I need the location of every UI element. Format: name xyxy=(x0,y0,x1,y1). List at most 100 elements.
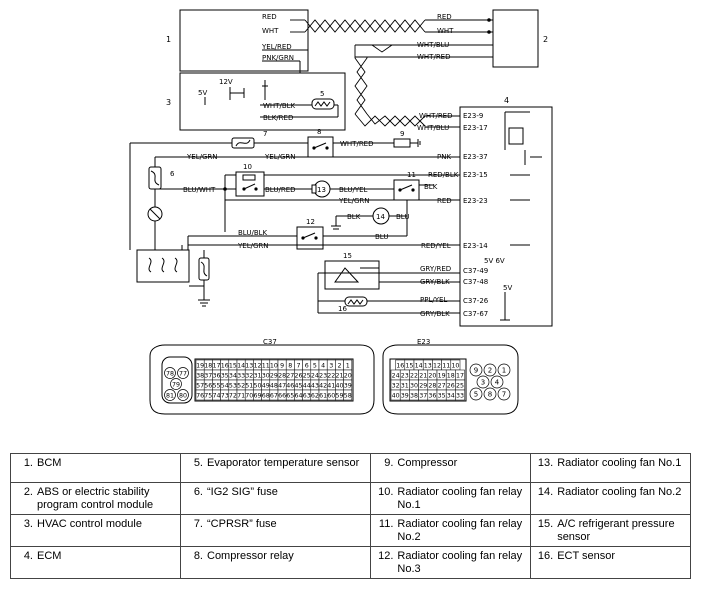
legend-number: 1. xyxy=(23,457,33,469)
legend-text: Radiator cooling fan No.1 xyxy=(557,457,682,469)
e23-pin-label: 11 xyxy=(442,363,450,370)
callout-5: 5 xyxy=(320,90,324,98)
e23-pin-label: 18 xyxy=(447,373,455,380)
c37-pin-label: 16 xyxy=(221,363,229,370)
c37-pin-label: 44 xyxy=(303,383,311,390)
legend-cell: 11.Radiator cooling fan relay No.2 xyxy=(370,514,532,547)
c37-pin-label: 48 xyxy=(270,383,278,390)
c37-pin-label: 40 xyxy=(335,383,343,390)
legend-text: Radiator cooling fan No.2 xyxy=(557,486,682,498)
c37-pin-label: 64 xyxy=(294,393,302,400)
c37-pin-label: 59 xyxy=(335,393,343,400)
wire-label-yel-grn-2: YEL/GRN xyxy=(264,153,295,161)
legend-number: 12. xyxy=(378,550,394,562)
e23-pin-label: 16 xyxy=(396,363,404,370)
c37-pin-label: 67 xyxy=(270,393,278,400)
e23-pin-label: 31 xyxy=(401,383,409,390)
legend-text: ECT sensor xyxy=(557,550,616,562)
e23-pin-label: 22 xyxy=(410,373,418,380)
wire-label-wht-red-1: WHT/RED xyxy=(417,53,451,61)
e23-pin-label: 19 xyxy=(438,373,446,380)
wire-label-ppl-yel: PPL/YEL xyxy=(420,296,447,304)
c37-pin-label: 60 xyxy=(327,393,335,400)
e23-side-pin xyxy=(490,375,504,389)
c37-pin-label: 35 xyxy=(221,373,229,380)
wire-label-blu-2: BLU xyxy=(375,233,388,241)
voltage-5v-ecm: 5V xyxy=(503,284,512,292)
legend-cell: 9.Compressor xyxy=(370,453,532,483)
wire-label-red-1: RED xyxy=(262,13,277,21)
c37-pin-label: 45 xyxy=(294,383,302,390)
e23-side-pin-label: 4 xyxy=(495,378,500,386)
abs-control-module-box xyxy=(492,9,539,68)
wire-label-blk-2: BLK xyxy=(347,213,361,221)
legend-cell: 14.Radiator cooling fan No.2 xyxy=(530,482,691,515)
e23-side-pin xyxy=(483,387,497,401)
wire-label-wht-red-2: WHT/RED xyxy=(419,112,453,120)
voltage-5v-hvac: 5V xyxy=(198,89,207,97)
connector-c37-label: C37 xyxy=(263,338,277,346)
c37-pin-label: 51 xyxy=(245,383,253,390)
c37-pin-label: 74 xyxy=(212,393,220,400)
c37-pin-label: 42 xyxy=(319,383,327,390)
callout-1: 1 xyxy=(166,35,171,44)
c37-pin-label: 29 xyxy=(270,373,278,380)
c37-pin-label: 50 xyxy=(253,383,261,390)
c37-pin-label: 69 xyxy=(253,393,261,400)
e23-pin-label: 28 xyxy=(428,383,436,390)
terminal-e23-23: E23-23 xyxy=(463,197,488,205)
wire-label-gry-blk-2: GRY/BLK xyxy=(420,310,450,318)
legend-text: “IG2 SIG” fuse xyxy=(207,486,278,498)
c37-pin-label: 13 xyxy=(245,363,253,370)
callout-15: 15 xyxy=(343,252,352,260)
terminal-e23-15: E23-15 xyxy=(463,171,488,179)
c37-pin-label: 23 xyxy=(319,373,327,380)
legend-text: A/C refrigerant pressure sensor xyxy=(557,518,675,543)
c37-pin-label: 18 xyxy=(204,363,212,370)
legend-text: ECM xyxy=(37,550,62,562)
c37-pin-label: 22 xyxy=(327,373,335,380)
c37-pin-label: 71 xyxy=(237,393,245,400)
c37-side-pin xyxy=(164,367,176,379)
callout-8: 8 xyxy=(317,128,321,136)
c37-pin-label: 70 xyxy=(245,393,253,400)
voltage-5v6v: 5V 6V xyxy=(484,257,505,265)
c37-pin-label: 65 xyxy=(286,393,294,400)
legend-cell: 2.ABS or electric stability program cont… xyxy=(10,482,181,515)
legend-cell: 12.Radiator cooling fan relay No.3 xyxy=(370,546,532,579)
c37-pin-label: 26 xyxy=(294,373,302,380)
c37-pin-label: 53 xyxy=(229,383,237,390)
legend-number: 7. xyxy=(193,518,203,530)
wire-label-blk-red: BLK/RED xyxy=(263,114,293,122)
c37-side-pin-label: 78 xyxy=(166,370,174,377)
c37-pin-label: 46 xyxy=(286,383,294,390)
legend-text: Radiator cooling fan relay No.1 xyxy=(397,486,523,511)
callout-4: 4 xyxy=(504,96,509,105)
legend-number: 11. xyxy=(378,518,394,530)
c37-side-pin xyxy=(177,389,189,401)
c37-pin-label: 20 xyxy=(344,373,352,380)
legend-cell: 16.ECT sensor xyxy=(530,546,691,579)
c37-pin-label: 43 xyxy=(311,383,319,390)
c37-pin-label: 8 xyxy=(288,363,292,370)
wire-label-blu-blk: BLU/BLK xyxy=(238,229,268,237)
legend-number: 14. xyxy=(537,486,554,498)
legend-number: 5. xyxy=(193,457,203,469)
e23-pin-label: 36 xyxy=(428,393,436,400)
wire-label-blu-yel: BLU/YEL xyxy=(339,186,368,194)
c37-pin-label: 34 xyxy=(229,373,237,380)
legend-number: 10. xyxy=(378,486,394,498)
wire-label-blu-red: BLU/RED xyxy=(265,186,296,194)
c37-pin-label: 61 xyxy=(319,393,327,400)
c37-pin-cell xyxy=(343,389,353,401)
wire-label-blu-wht: BLU/WHT xyxy=(183,186,216,194)
wire-label-gry-blk: GRY/BLK xyxy=(420,278,450,286)
wire-label-yel-grn-1: YEL/GRN xyxy=(186,153,217,161)
c37-pin-label: 54 xyxy=(221,383,229,390)
c37-pin-label: 4 xyxy=(321,363,325,370)
wire-label-yel-red: YEL/RED xyxy=(261,43,292,51)
voltage-12v: 12V xyxy=(219,78,233,86)
c37-pin-label: 68 xyxy=(262,393,270,400)
legend-number: 2. xyxy=(23,486,33,498)
